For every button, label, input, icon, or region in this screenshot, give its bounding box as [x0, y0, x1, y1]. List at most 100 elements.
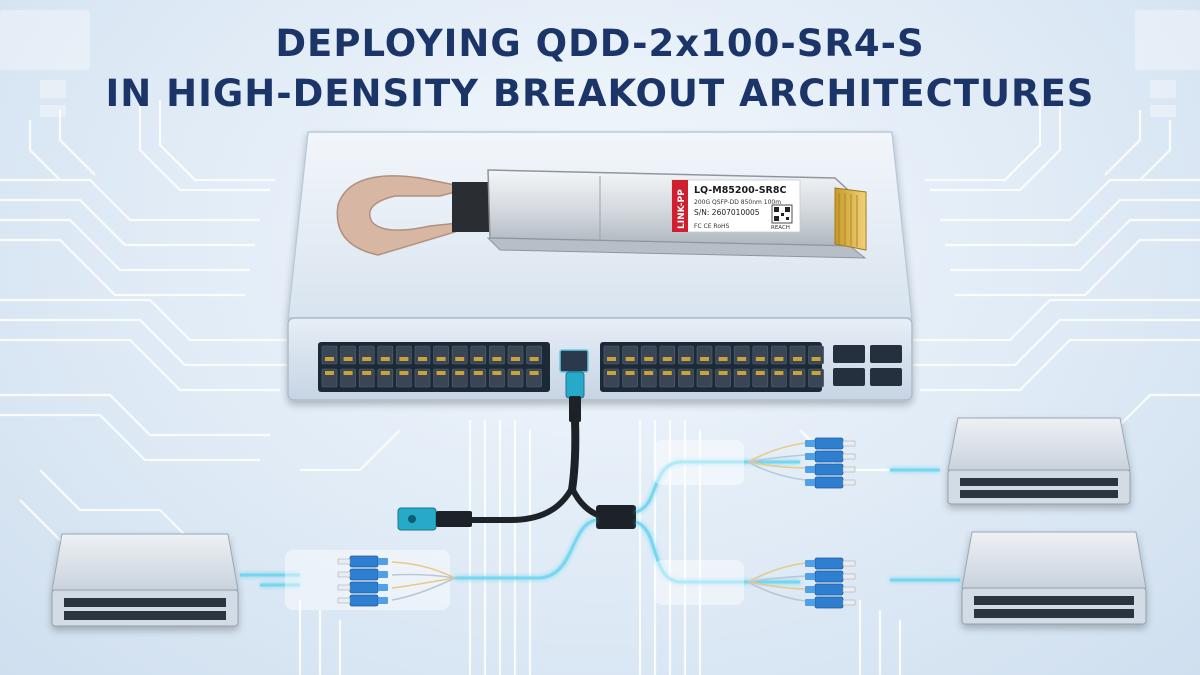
port-contacts [399, 357, 409, 361]
rj45-port [414, 345, 431, 365]
rj45-port [715, 345, 731, 365]
label-part-number: LQ-M85200-SR8C [694, 185, 786, 196]
port-contacts [644, 357, 654, 361]
port-contacts [473, 357, 483, 361]
rj45-port [640, 345, 657, 365]
port-contacts [718, 357, 728, 361]
rj45-port [340, 345, 356, 365]
fiber-strands [391, 442, 806, 602]
rj45-port [659, 345, 676, 365]
lc-boot [805, 453, 815, 460]
port-contacts [737, 371, 747, 375]
label-brand: LINK-PP [677, 189, 687, 229]
port-contacts [700, 371, 709, 375]
port-contacts [436, 371, 446, 375]
lc-connector-body [814, 450, 844, 463]
rj45-port [377, 345, 394, 365]
lc-boot [805, 466, 815, 473]
port-contacts [511, 357, 520, 361]
port-contacts [625, 371, 635, 375]
brand-strip [672, 180, 688, 232]
decorative-blocks [0, 10, 1200, 117]
rj45-port [752, 345, 769, 365]
rj45-port [733, 345, 750, 365]
rj45-port [622, 345, 638, 365]
lc-ferrule [337, 571, 351, 578]
lc-ferrule [337, 558, 351, 565]
lc-connector-body [349, 594, 379, 607]
sfp-cages [833, 345, 902, 386]
port-contacts [700, 357, 709, 361]
port-row [974, 596, 1134, 618]
lc-boot [805, 573, 815, 580]
port-contacts [755, 371, 765, 375]
lc-connector-body [814, 596, 844, 609]
port-contacts [529, 357, 539, 361]
port-contacts [473, 371, 483, 375]
lc-ferrule [842, 573, 856, 580]
rj45-port [489, 345, 505, 365]
lc-connector-body [349, 581, 379, 594]
rj45-port [678, 345, 694, 365]
rj45-port [396, 345, 412, 365]
rj45-port [603, 345, 620, 365]
lc-duplex-connector-icon [805, 557, 856, 609]
lc-connector-body [814, 476, 844, 489]
port-contacts [681, 357, 691, 361]
qr-code-icon [771, 204, 793, 224]
lc-connector-body [814, 583, 844, 596]
port-contacts [811, 371, 821, 375]
breakout-port [559, 349, 589, 373]
port-contacts [662, 357, 672, 361]
port-contacts [737, 357, 747, 361]
rj45-port [433, 345, 449, 365]
lc-boot [378, 597, 388, 604]
rj45-port [507, 345, 524, 365]
lc-ferrule [842, 560, 856, 567]
port-contacts [718, 371, 728, 375]
lc-connector-body [814, 437, 844, 450]
lc-ferrule [842, 466, 856, 473]
lc-boot [378, 558, 388, 565]
port-contacts [492, 371, 502, 375]
lc-ferrule [842, 479, 856, 486]
label-reach: REACH [771, 225, 790, 231]
mpo-connector [397, 507, 437, 531]
port-contacts [362, 371, 372, 375]
edge-connector [834, 187, 867, 251]
lc-ferrule [337, 597, 351, 604]
rj45-port [321, 345, 338, 365]
port-contacts [774, 357, 784, 361]
lc-boot [378, 584, 388, 591]
port-contacts [511, 371, 520, 375]
lc-boot [805, 586, 815, 593]
port-contacts [607, 357, 616, 361]
lc-ferrule [842, 586, 856, 593]
rj45-port [808, 345, 824, 365]
label-spec: 200G QSFP-DD 850nm 100m [694, 199, 781, 206]
lc-boot [378, 571, 388, 578]
port-contacts [529, 371, 539, 375]
lc-ferrule [842, 453, 856, 460]
port-contacts [793, 371, 802, 375]
headline-line-2: IN HIGH-DENSITY BREAKOUT ARCHITECTURES [105, 72, 1095, 115]
lc-ferrule [842, 440, 856, 447]
rj45-port [526, 345, 542, 365]
port-contacts [662, 371, 672, 375]
port-contacts [681, 371, 691, 375]
breakout-cable [397, 371, 636, 531]
port-contacts [644, 371, 654, 375]
lc-boot [805, 479, 815, 486]
port-contacts [418, 371, 427, 375]
network-switch-icon [947, 417, 1131, 505]
rj45-port [696, 345, 713, 365]
fiber-paths [240, 460, 960, 587]
rj45-port [358, 345, 375, 365]
port-contacts [380, 357, 390, 361]
port-row [64, 598, 226, 620]
rj45-port [451, 345, 468, 365]
port-contacts [325, 371, 334, 375]
port-contacts [380, 371, 390, 375]
